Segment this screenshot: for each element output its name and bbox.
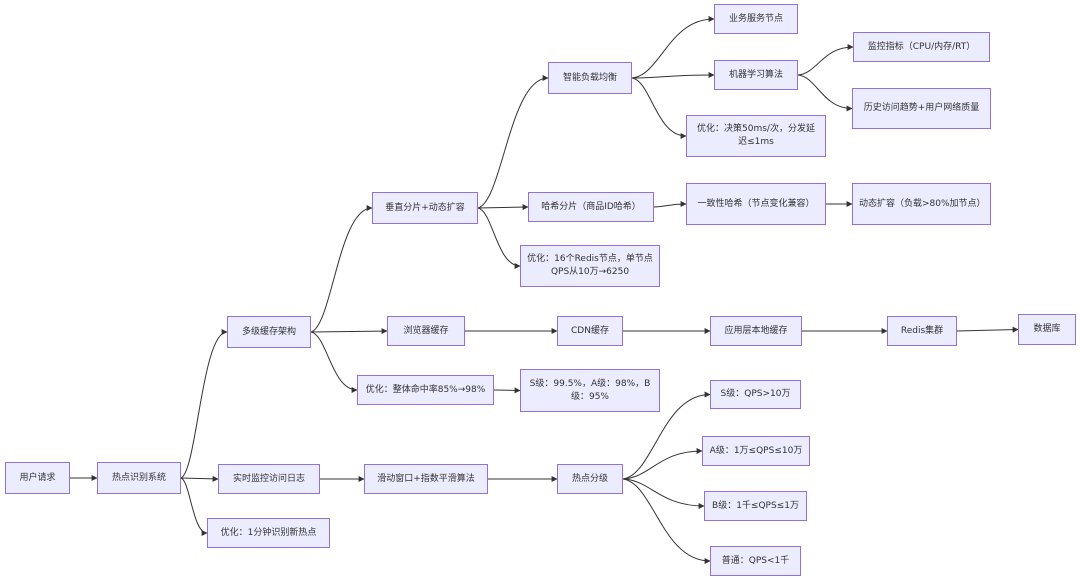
node-monitor-metrics: 监控指标（CPU/内存/RT） xyxy=(853,32,990,62)
node-a-level: A级：1万≤QPS≤10万 xyxy=(702,436,810,466)
edge-smart_lb-to-biz_node xyxy=(631,16,715,79)
node-label: A级：1万≤QPS≤10万 xyxy=(709,445,803,456)
node-label: 垂直分片+动态扩容 xyxy=(385,202,465,213)
node-opt-detect: 优化：1分钟识别新热点 xyxy=(207,518,330,548)
edge-hot_grade-to-b_level xyxy=(622,478,705,509)
node-sliding-window: 滑动窗口+指数平滑算法 xyxy=(364,464,488,494)
node-opt-shard: 优化：16个Redis节点，单节点QPS从10万→6250 xyxy=(520,245,660,287)
edge-hot_detect-to-multi_cache xyxy=(180,329,228,479)
edge-opt_hit-to-hit_levels xyxy=(493,387,521,394)
node-label: 优化：16个Redis节点，单节点QPS从10万→6250 xyxy=(527,254,653,277)
node-label: B级：1千≤QPS≤1万 xyxy=(712,500,799,511)
node-database: 数据库 xyxy=(1018,314,1076,345)
node-s-level: S级：QPS>10万 xyxy=(710,380,801,409)
edge-shard-to-smart_lb xyxy=(477,75,549,209)
edge-shard-to-hash_shard xyxy=(477,204,529,211)
node-label: 业务服务节点 xyxy=(728,13,783,24)
node-label: 优化：1分钟识别新热点 xyxy=(220,527,317,538)
node-label: 动态扩容（负载>80%加节点） xyxy=(859,198,986,209)
node-label: CDN缓存 xyxy=(571,325,609,336)
node-local-cache: 应用层本地缓存 xyxy=(710,316,802,346)
node-label: 热点识别系统 xyxy=(111,472,166,483)
node-opt-lb: 优化：决策50ms/次，分发延迟≤1ms xyxy=(686,115,826,157)
node-label: 应用层本地缓存 xyxy=(724,325,788,336)
node-hash-shard: 哈希分片（商品ID哈希） xyxy=(528,192,654,222)
node-user-request: 用户请求 xyxy=(5,462,70,494)
edge-hash_shard-to-consistent xyxy=(653,201,687,208)
edge-hot_detect-to-opt_detect xyxy=(180,477,208,536)
edge-ml_algo-to-history xyxy=(797,74,853,112)
node-label: 历史访问趋势+用户网络质量 xyxy=(863,103,980,113)
node-label: 浏览器缓存 xyxy=(403,325,449,336)
node-label: 一致性哈希（节点变化兼容） xyxy=(697,198,815,209)
node-multi-level-cache: 多级缓存架构 xyxy=(227,316,311,348)
edge-hot_grade-to-normal xyxy=(622,478,711,564)
edge-smart_lb-to-opt_lb xyxy=(631,77,687,139)
node-redis-cluster: Redis集群 xyxy=(887,316,957,346)
edge-ml_algo-to-monitor xyxy=(797,44,854,76)
node-label: S级：QPS>10万 xyxy=(720,389,791,399)
node-browser-cache: 浏览器缓存 xyxy=(387,316,465,346)
node-label: 普通：QPS<1千 xyxy=(721,555,790,566)
node-label: 智能负载均衡 xyxy=(562,72,617,83)
node-hot-grade: 热点分级 xyxy=(557,464,623,494)
edge-hot_grade-to-s_level xyxy=(622,391,711,480)
node-label: 优化：决策50ms/次，分发延迟≤1ms xyxy=(697,124,815,147)
node-label: 监控指标（CPU/内存/RT） xyxy=(867,41,976,52)
node-label: 实时监控访问日志 xyxy=(232,473,305,484)
node-b-level: B级：1千≤QPS≤1万 xyxy=(704,491,807,521)
node-label: 优化：整体命中率85%→98% xyxy=(365,384,486,395)
edge-redis-to-db xyxy=(956,326,1019,333)
edge-multi_cache-to-browser xyxy=(310,328,388,335)
node-normal-level: 普通：QPS<1千 xyxy=(710,546,801,576)
node-label: 数据库 xyxy=(1033,324,1061,334)
edge-hot_detect-to-realtime_log xyxy=(180,475,219,482)
node-label: 热点分级 xyxy=(571,473,608,484)
node-ml-algorithm: 机器学习算法 xyxy=(714,60,798,90)
node-hotspot-detection-system: 热点识别系统 xyxy=(97,462,181,494)
node-opt-hit-rate: 优化：整体命中率85%→98% xyxy=(357,375,494,405)
node-vertical-shard-autoscale: 垂直分片+动态扩容 xyxy=(372,192,478,224)
node-label: 哈希分片（商品ID哈希） xyxy=(541,201,641,212)
node-label: Redis集群 xyxy=(900,325,944,336)
node-hit-levels: S级：99.5%，A级：98%，B级：95% xyxy=(520,369,660,412)
node-realtime-log: 实时监控访问日志 xyxy=(218,464,320,494)
node-business-service: 业务服务节点 xyxy=(714,4,798,34)
edge-multi_cache-to-opt_hit xyxy=(310,331,358,393)
node-label: 滑动窗口+指数平滑算法 xyxy=(377,473,475,484)
edge-smart_lb-to-ml_algo xyxy=(631,72,715,79)
edge-hot_grade-to-a_level xyxy=(622,448,703,480)
node-label: 多级缓存架构 xyxy=(241,326,296,337)
node-label: S级：99.5%，A级：98%，B级：95% xyxy=(529,378,651,402)
node-cdn-cache: CDN缓存 xyxy=(557,316,623,346)
node-label: 用户请求 xyxy=(19,472,56,483)
node-label: 机器学习算法 xyxy=(728,69,783,80)
node-consistent-hash: 一致性哈希（节点变化兼容） xyxy=(686,183,826,225)
node-history-trend: 历史访问趋势+用户网络质量 xyxy=(852,88,991,129)
edge-multi_cache-to-shard xyxy=(310,205,373,333)
edge-shard-to-opt_shard xyxy=(477,207,521,269)
node-smart-load-balancer: 智能负载均衡 xyxy=(548,62,632,94)
node-dynamic-scale: 动态扩容（负载>80%加节点） xyxy=(852,183,991,225)
